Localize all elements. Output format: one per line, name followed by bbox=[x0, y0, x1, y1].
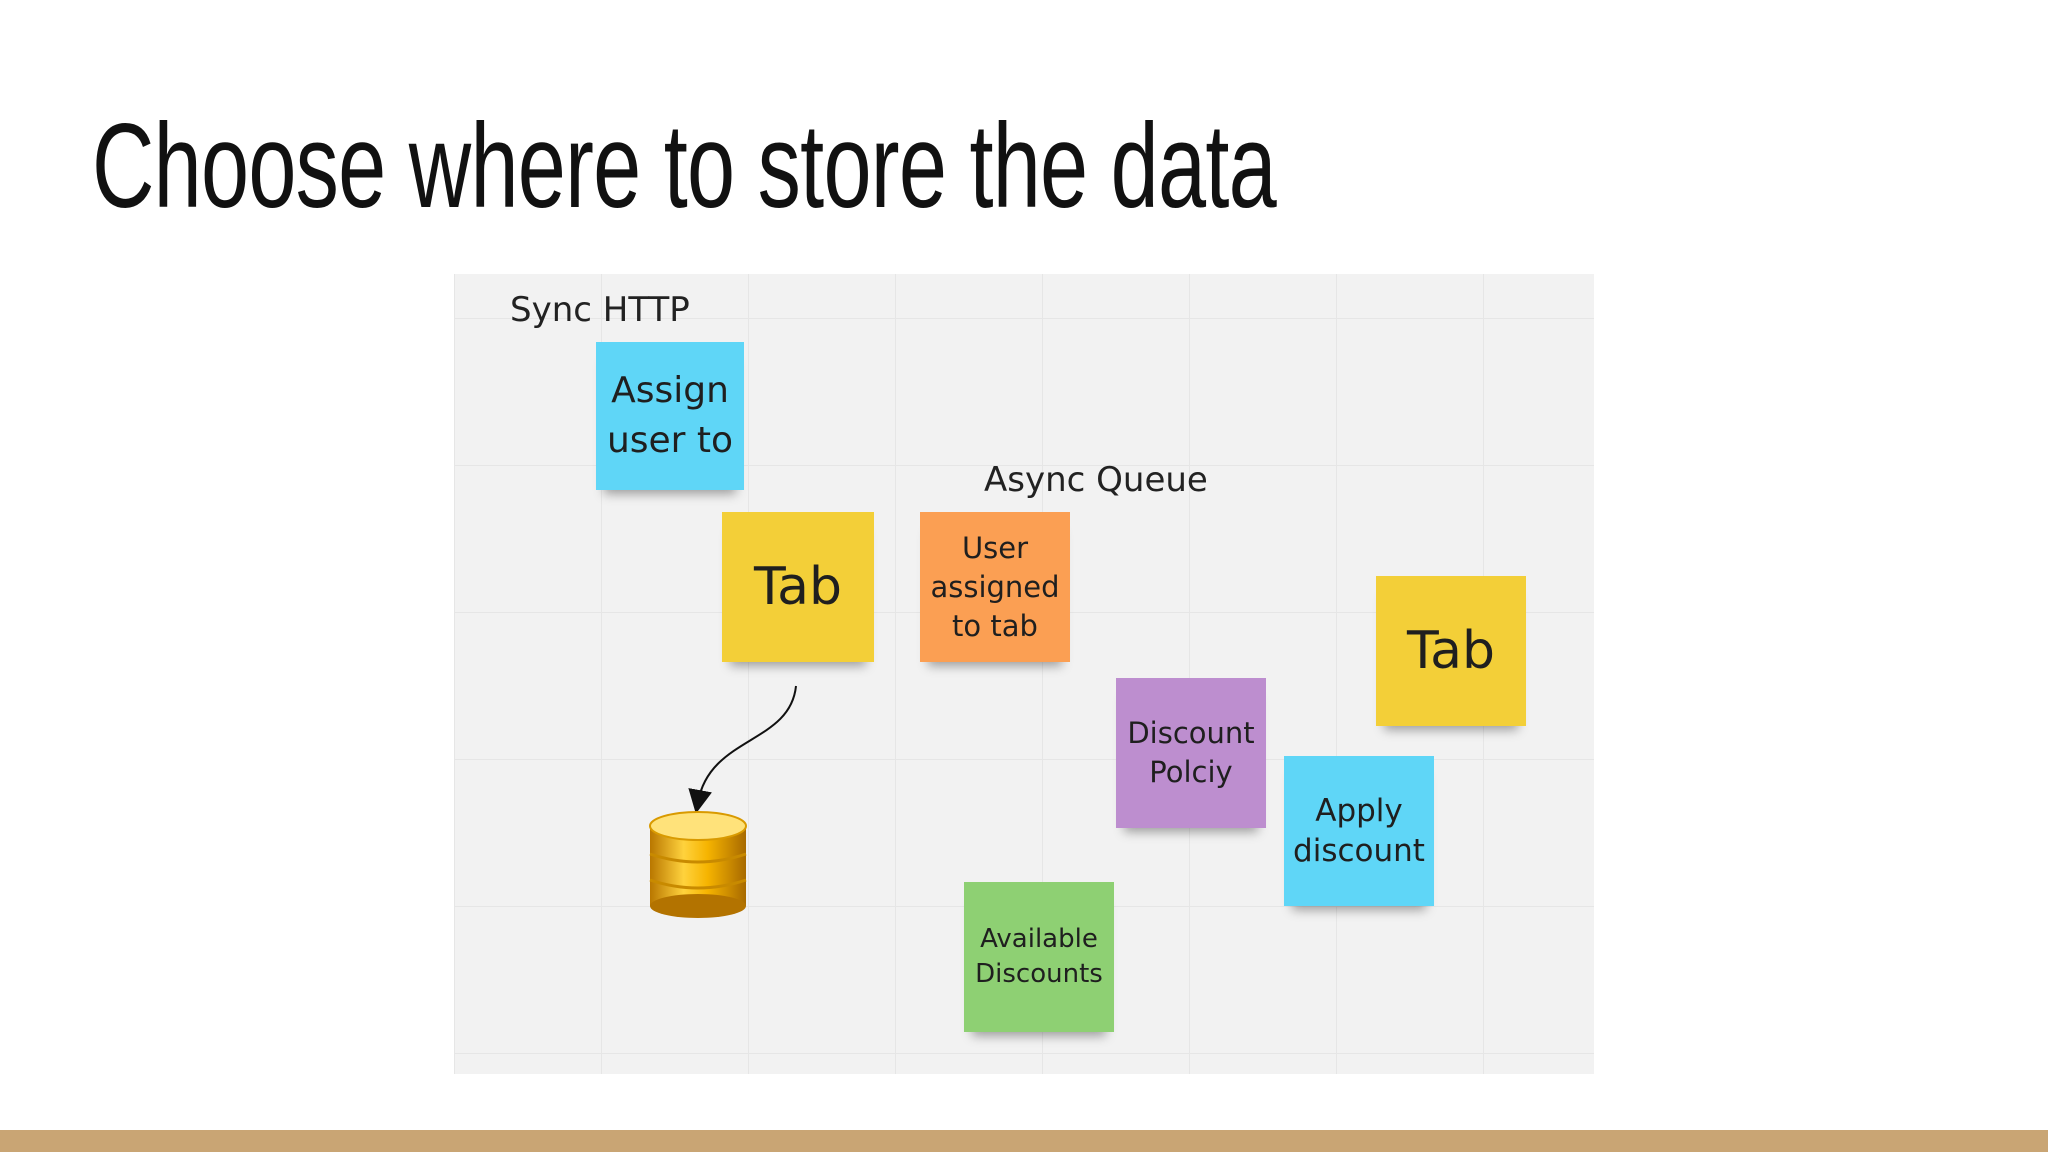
async-queue-label: Async Queue bbox=[984, 460, 1208, 500]
note-discount-policy-text: Discount Polciy bbox=[1127, 716, 1255, 789]
database-icon bbox=[649, 811, 747, 918]
note-available-discounts: Available Discounts bbox=[964, 882, 1114, 1032]
curved-arrow bbox=[688, 685, 797, 814]
note-tab-sync-text: Tab bbox=[753, 557, 843, 617]
note-tab-async-text: Tab bbox=[1406, 621, 1496, 681]
diagram-board: Sync HTTP Async Queue Assign user to Tab… bbox=[454, 274, 1594, 1074]
note-tab-async: Tab bbox=[1376, 576, 1526, 726]
connector-layer bbox=[649, 685, 797, 918]
note-apply-discount-text: Apply discount bbox=[1293, 793, 1425, 869]
note-user-assigned-text: User assigned to tab bbox=[930, 530, 1060, 643]
footer-bar bbox=[0, 1130, 2048, 1152]
note-assign-user-text: Assign user to bbox=[606, 370, 734, 461]
note-user-assigned: User assigned to tab bbox=[920, 512, 1070, 662]
note-available-discounts-text: Available Discounts bbox=[975, 924, 1103, 989]
note-apply-discount: Apply discount bbox=[1284, 756, 1434, 906]
slide-title: Choose where to store the data bbox=[92, 99, 1277, 233]
note-discount-policy: Discount Polciy bbox=[1116, 678, 1266, 828]
note-assign-user: Assign user to bbox=[596, 342, 744, 490]
note-tab-sync: Tab bbox=[722, 512, 874, 662]
sync-http-label: Sync HTTP bbox=[510, 290, 690, 330]
